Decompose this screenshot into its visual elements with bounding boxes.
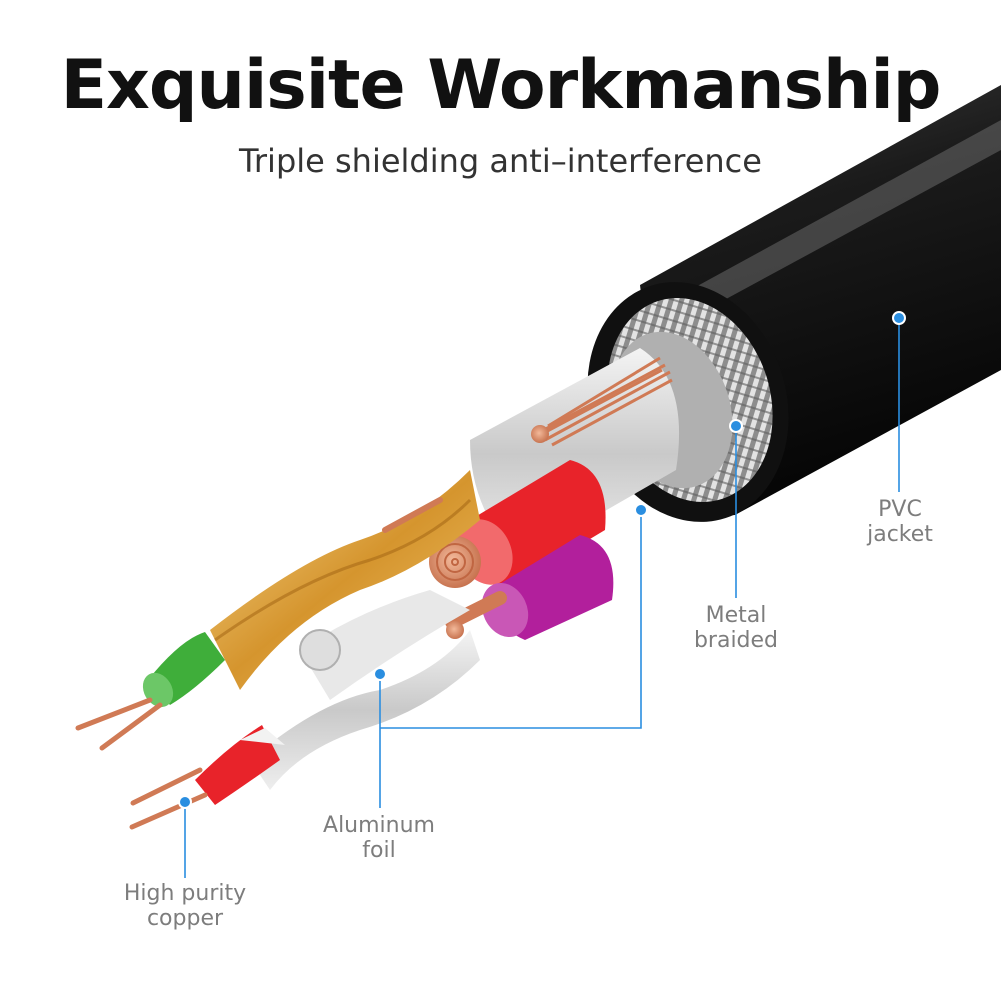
- pvc-callout-dot: [892, 311, 906, 325]
- braid-callout-dot: [729, 419, 743, 433]
- gold-twisted-pair: [210, 470, 480, 690]
- callout-dots: [178, 311, 906, 809]
- red-insulation-lower: [195, 725, 280, 805]
- foil-callout-dot-1: [634, 503, 648, 517]
- drain-copper-strands: [537, 356, 673, 447]
- subheadline: Triple shielding anti–interference: [239, 142, 762, 180]
- copper-callout-dot: [178, 795, 192, 809]
- jacket-highlight: [690, 120, 1001, 305]
- pair-foil-wrap: [300, 590, 470, 700]
- headline: Exquisite Workmanship: [60, 46, 942, 125]
- callout-lines: [184, 318, 900, 878]
- foil-callout-dot-2: [373, 667, 387, 681]
